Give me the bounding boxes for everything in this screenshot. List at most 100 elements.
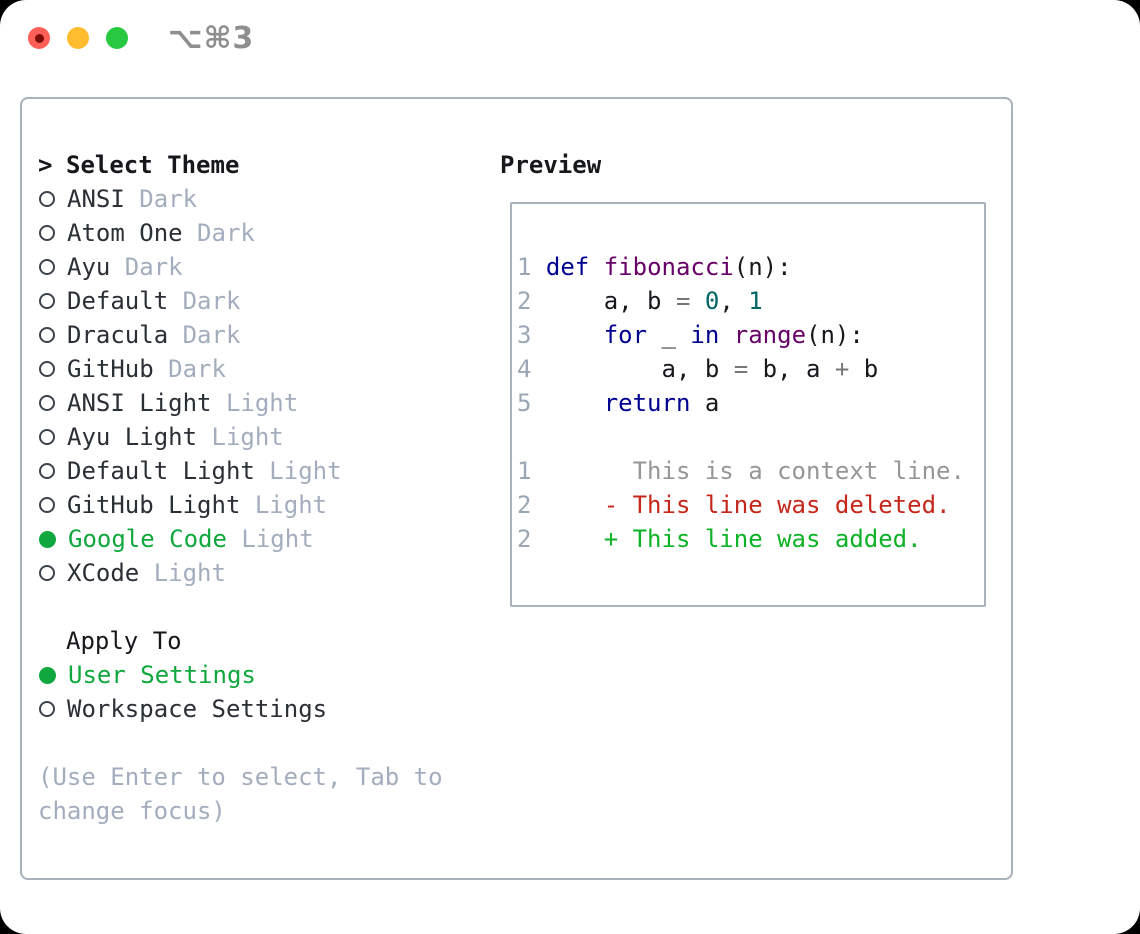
theme-option-label: Ayu	[67, 253, 111, 281]
radio-selected-icon	[39, 530, 56, 548]
code-segment-op: =	[675, 287, 691, 315]
radio-icon	[39, 701, 55, 717]
titlebar: ⌥⌘3	[0, 0, 1140, 76]
code-segment-lit: 1	[748, 287, 763, 315]
theme-option-label: GitHub Light	[67, 491, 241, 519]
theme-option-label: ANSI Light	[67, 389, 212, 417]
apply-target-option-label: User Settings	[68, 661, 256, 689]
select-theme-header: > Select Theme	[38, 148, 478, 182]
theme-option[interactable]: ANSI Dark	[38, 182, 478, 216]
theme-option-label: GitHub	[67, 355, 154, 383]
theme-option[interactable]: Atom One Dark	[38, 216, 478, 250]
theme-option[interactable]: XCode Light	[38, 556, 478, 590]
preview-code-line: 4 a, b = b, a + b	[517, 352, 984, 386]
theme-variant-label: Light	[240, 491, 328, 519]
line-number: 1	[517, 457, 532, 485]
theme-option[interactable]: Ayu Dark	[38, 250, 478, 284]
radio-icon	[39, 293, 55, 309]
radio-icon	[39, 395, 55, 411]
theme-variant-label: Light	[226, 525, 314, 553]
preview-title: Preview	[500, 151, 602, 179]
radio-icon	[39, 565, 55, 581]
code-segment-del: - This line was deleted.	[531, 491, 951, 519]
theme-variant-label: Light	[211, 389, 299, 417]
code-segment-pln: b	[849, 355, 879, 383]
preview-code-line: 2 - This line was deleted.	[517, 488, 984, 522]
line-number: 2	[517, 287, 532, 315]
minimize-button[interactable]	[67, 27, 89, 49]
theme-variant-label: Dark	[153, 355, 226, 383]
theme-option-label: Default	[67, 287, 169, 315]
close-button[interactable]	[28, 27, 50, 49]
theme-option-label: ANSI	[67, 185, 125, 213]
preview-pane: Preview 1 def fibonacci(n):2 a, b = 0, 1…	[500, 148, 1000, 607]
radio-icon	[39, 361, 55, 377]
theme-variant-label: Dark	[124, 185, 198, 213]
preview-code-line: 2 a, b = 0, 1	[517, 284, 984, 318]
zoom-button[interactable]	[106, 27, 128, 49]
code-segment-op: =	[733, 355, 749, 383]
radio-icon	[39, 327, 55, 343]
code-segment-pln: a	[690, 389, 720, 417]
radio-icon	[39, 463, 55, 479]
focus-caret-icon: >	[38, 151, 53, 179]
preview-code-line: 1 This is a context line.	[517, 454, 984, 488]
code-segment-pln: a, b	[531, 355, 734, 383]
code-segment-pln: _	[647, 321, 691, 349]
code-segment-pln: a, b	[531, 287, 676, 315]
code-segment-pln	[719, 321, 733, 349]
apply-target-option[interactable]: Workspace Settings	[38, 692, 478, 726]
preview-code-line	[517, 420, 984, 454]
theme-variant-label: Dark	[110, 253, 183, 281]
theme-option[interactable]: Default Dark	[38, 284, 478, 318]
theme-option[interactable]: GitHub Light Light	[38, 488, 478, 522]
theme-option-label: XCode	[67, 559, 140, 587]
theme-option[interactable]: ANSI Light Light	[38, 386, 478, 420]
code-segment-pln	[690, 287, 704, 315]
code-segment-pln	[531, 321, 603, 349]
theme-option[interactable]: Ayu Light Light	[38, 420, 478, 454]
theme-variant-label: Dark	[168, 321, 241, 349]
theme-variant-label: Light	[254, 457, 342, 485]
theme-option[interactable]: Dracula Dark	[38, 318, 478, 352]
code-segment-ctx: This is a context line.	[531, 457, 965, 485]
spacer	[38, 726, 478, 760]
theme-variant-label: Dark	[168, 287, 241, 315]
theme-option-label: Default Light	[67, 457, 255, 485]
theme-variant-label: Light	[139, 559, 226, 587]
radio-icon	[39, 429, 55, 445]
code-segment-pln: b, a	[748, 355, 835, 383]
theme-option-label: Google Code	[68, 525, 227, 553]
code-segment-pln	[589, 253, 603, 281]
code-segment-kw: return	[603, 389, 691, 417]
apply-target-option[interactable]: User Settings	[38, 658, 478, 692]
select-theme-title: Select Theme	[66, 151, 240, 179]
line-number: 4	[517, 355, 532, 383]
theme-variant-label: Light	[197, 423, 284, 451]
theme-option[interactable]: Default Light Light	[38, 454, 478, 488]
radio-selected-icon	[39, 666, 56, 684]
spacer	[38, 590, 478, 624]
apply-to-title: Apply To	[66, 627, 182, 655]
line-number: 2	[517, 491, 532, 519]
code-segment-kw: for	[603, 321, 648, 349]
code-segment-op: +	[834, 355, 850, 383]
theme-option[interactable]: GitHub Dark	[38, 352, 478, 386]
theme-option-label: Dracula	[67, 321, 169, 349]
apply-target-option-label: Workspace Settings	[67, 695, 328, 723]
code-segment-kw: in	[690, 321, 720, 349]
theme-option[interactable]: Google Code Light	[38, 522, 478, 556]
window-title: ⌥⌘3	[168, 20, 255, 56]
line-number: 3	[517, 321, 532, 349]
close-focus-dot-icon	[34, 33, 44, 43]
theme-option-label: Ayu Light	[67, 423, 198, 451]
radio-icon	[39, 225, 55, 241]
theme-variant-label: Dark	[182, 219, 255, 247]
preview-code-line: 3 for _ in range(n):	[517, 318, 984, 352]
radio-icon	[39, 259, 55, 275]
code-segment-fn: range	[733, 321, 807, 349]
